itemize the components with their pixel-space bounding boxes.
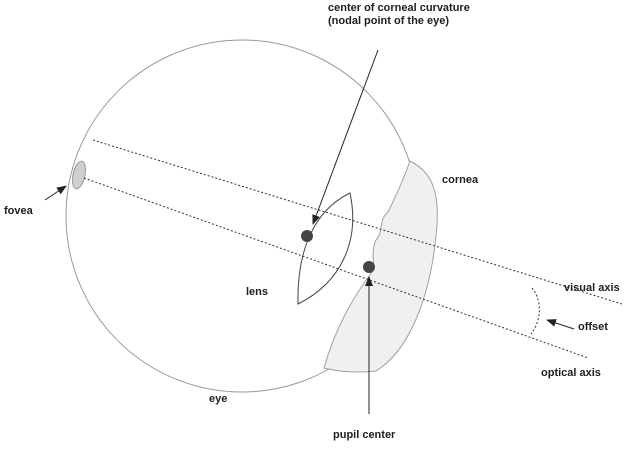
eye-label: eye	[209, 393, 228, 405]
fovea-spot	[71, 160, 87, 190]
visual-axis-line	[92, 139, 623, 305]
nodal-point-dot	[301, 230, 313, 242]
visual-axis-label: visual axis	[564, 282, 620, 294]
lens-label: lens	[246, 286, 269, 298]
nodal-point-arrow	[312, 49, 379, 225]
cornea-shape	[323, 160, 438, 373]
center-label-line2: (nodal point of the eye)	[328, 15, 449, 27]
optical-axis-line	[83, 177, 589, 359]
center-label-line1: center of corneal curvature	[328, 2, 470, 14]
pupil-center-label: pupil center	[333, 429, 396, 441]
offset-arc	[530, 287, 540, 335]
fovea-arrow	[44, 185, 67, 201]
pupil-center-dot	[363, 261, 375, 273]
offset-arrow	[546, 319, 575, 330]
offset-label: offset	[578, 321, 608, 333]
fovea-label: fovea	[4, 205, 33, 217]
cornea-label: cornea	[442, 174, 479, 186]
optical-axis-label: optical axis	[541, 367, 601, 379]
lens-shape	[297, 192, 354, 305]
